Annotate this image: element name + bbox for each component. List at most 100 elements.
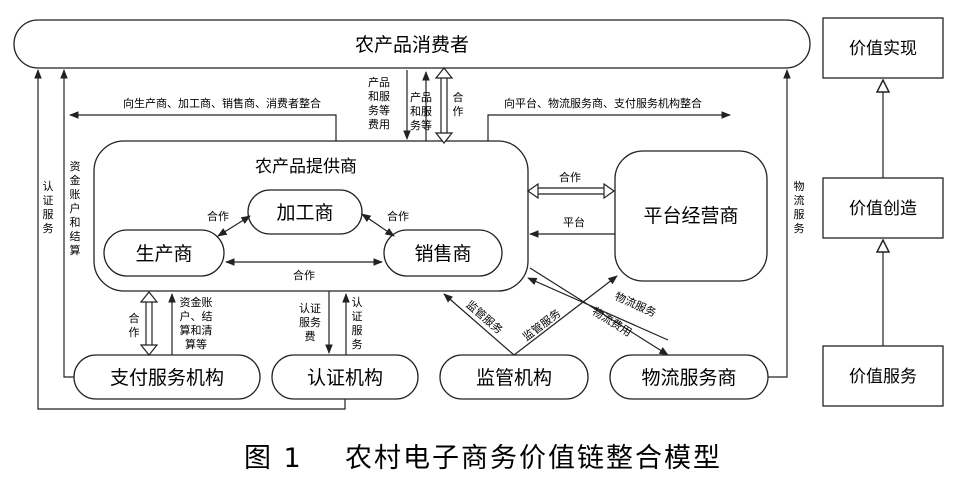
logistics-service-arrow (527, 277, 669, 341)
coop-top-label: 合 作 (453, 90, 464, 118)
value-create-box: 价值创造 (822, 177, 944, 239)
svg-text:务: 务 (352, 338, 363, 351)
svg-text:和服: 和服 (410, 105, 432, 118)
integrate-left-label: 向生产商、加工商、销售商、消费者整合 (123, 96, 321, 110)
platform-box: 平台经营商 (614, 150, 768, 282)
svg-text:务: 务 (794, 222, 805, 235)
seller-box: 销售商 (383, 229, 503, 277)
svg-text:费: 费 (305, 330, 316, 343)
svg-text:认: 认 (352, 296, 363, 309)
svg-text:认证: 认证 (299, 302, 321, 315)
supervision-label-2: 监管服务 (520, 306, 564, 344)
certification-label: 认证机构 (307, 367, 383, 389)
platform-label: 平台经营商 (643, 205, 738, 227)
logistics-service-v-label: 物 流 服 务 (794, 179, 805, 235)
value-service-label: 价值服务 (849, 367, 917, 387)
value-service-box: 价值服务 (822, 345, 944, 407)
svg-text:平台: 平台 (563, 215, 585, 229)
consumer-label: 农产品消费者 (355, 34, 469, 56)
svg-text:资: 资 (70, 160, 81, 173)
platform-arrow: 平台 (529, 215, 615, 238)
payment-provider-coop (139, 291, 159, 356)
svg-text:物: 物 (794, 179, 805, 193)
supervision-provider-arrow (443, 293, 515, 356)
svg-text:算和清: 算和清 (180, 323, 213, 337)
logistics-box: 物流服务商 (609, 354, 769, 400)
integrate-right-arrow: 向平台、物流服务商、支付服务机构整合 (487, 96, 731, 141)
cert-outer-link (167, 399, 346, 410)
regulator-label: 监管机构 (476, 367, 552, 389)
payment-label: 支付服务机构 (110, 367, 224, 389)
logistics-label: 物流服务商 (641, 367, 736, 389)
fund-clear-label: 资金账 户、结 算和清 算等 (180, 295, 213, 351)
svg-text:务等: 务等 (410, 118, 432, 132)
svg-text:作: 作 (129, 326, 140, 339)
processor-label: 加工商 (276, 202, 333, 224)
svg-text:算等: 算等 (185, 337, 207, 351)
svg-text:产品: 产品 (368, 75, 390, 89)
svg-text:和服: 和服 (368, 90, 390, 103)
coop-pay-label: 合 作 (129, 311, 140, 339)
payment-box: 支付服务机构 (73, 354, 261, 400)
seller-label: 销售商 (414, 243, 471, 265)
cert-service-outer-arrow (34, 69, 167, 410)
cert-svc2-label: 认 证 服 务 (352, 296, 363, 351)
svg-text:证: 证 (43, 194, 54, 207)
svg-text:合作: 合作 (207, 209, 229, 223)
provider-title: 农产品提供商 (255, 157, 357, 177)
regulator-box: 监管机构 (439, 354, 589, 400)
cert-fee-label: 认证 服务 费 (299, 302, 321, 343)
certification-box: 认证机构 (271, 354, 419, 400)
value-realize-box: 价值实现 (822, 17, 944, 79)
integrate-right-label: 向平台、物流服务商、支付服务机构整合 (504, 96, 702, 110)
svg-text:资金账: 资金账 (180, 295, 213, 309)
svg-text:服: 服 (43, 208, 54, 221)
svg-text:务: 务 (43, 222, 54, 235)
svg-text:费用: 费用 (368, 118, 390, 131)
svg-text:流: 流 (794, 193, 805, 207)
svg-text:证: 证 (352, 310, 363, 323)
svg-text:合作: 合作 (387, 209, 409, 223)
svg-text:合作: 合作 (559, 170, 581, 184)
cert-service-label: 认 证 服 务 (43, 180, 54, 235)
svg-text:户、结: 户、结 (180, 309, 213, 323)
fund-account-arrow (60, 69, 74, 378)
integrate-left-arrow: 向生产商、加工商、销售商、消费者整合 (69, 96, 337, 141)
svg-text:合作: 合作 (293, 268, 315, 282)
supervision-platform-arrow (513, 275, 618, 356)
svg-text:产品: 产品 (410, 90, 432, 104)
logistics-service-label: 物流服务 (613, 289, 659, 320)
svg-text:和: 和 (70, 216, 81, 229)
value-create-label: 价值创造 (849, 199, 917, 219)
svg-text:户: 户 (70, 201, 81, 215)
logistics-fee-arrow (529, 267, 669, 356)
producer-label: 生产商 (135, 243, 192, 265)
svg-text:金: 金 (70, 173, 81, 187)
figure-caption: 图 1 农村电子商务价值链整合模型 (244, 443, 722, 474)
value-realize-label: 价值实现 (849, 39, 917, 59)
fees-label: 产品 和服 务等 费用 (368, 75, 390, 131)
processor-seller-coop: 合作 (361, 209, 409, 237)
svg-text:账: 账 (70, 188, 81, 201)
svg-text:务等: 务等 (368, 103, 390, 117)
provider-platform-coop: 合作 (526, 170, 616, 200)
coop-top-double-arrow (434, 67, 454, 144)
svg-text:服: 服 (352, 324, 363, 337)
svg-text:结: 结 (70, 230, 81, 243)
svg-text:合: 合 (129, 311, 140, 325)
products-label: 产品 和服 务等 (410, 90, 432, 132)
producer-box: 生产商 (103, 229, 225, 277)
svg-text:合: 合 (453, 90, 464, 104)
svg-text:认: 认 (43, 180, 54, 193)
fund-account-label: 资 金 账 户 和 结 算 (70, 160, 81, 257)
producer-seller-coop: 合作 (225, 258, 383, 282)
svg-text:服务: 服务 (299, 316, 321, 329)
svg-text:服: 服 (794, 208, 805, 221)
processor-producer-coop: 合作 (207, 209, 251, 237)
consumer-box: 农产品消费者 (13, 19, 811, 69)
logistics-service-outer-arrow (768, 69, 791, 378)
svg-text:作: 作 (453, 105, 464, 118)
processor-box: 加工商 (247, 189, 363, 235)
svg-text:算: 算 (70, 243, 81, 257)
